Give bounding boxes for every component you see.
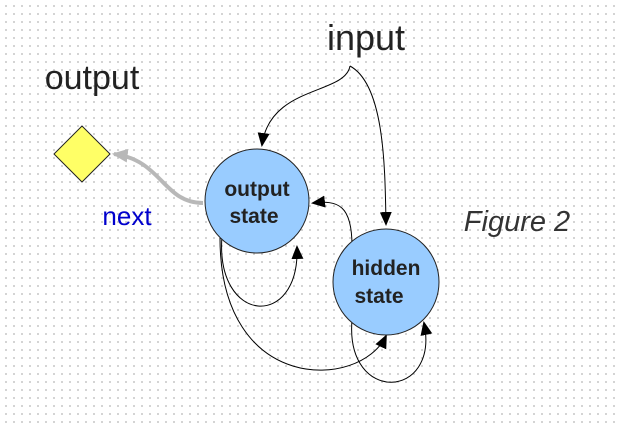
- output-state-label-line2: state: [229, 205, 278, 228]
- edge-input-to-hidden-state: [349, 65, 392, 226]
- edge-hidden-to-output-state: [311, 195, 353, 247]
- next-arrow: [111, 148, 204, 205]
- hidden-state-node: hidden state: [332, 228, 440, 336]
- edge-output-to-hidden-state: [219, 237, 387, 371]
- edge-output-state-self-loop: [221, 235, 304, 307]
- output-state-node: output state: [204, 148, 310, 254]
- edge-hidden-state-self-loop: [351, 319, 433, 383]
- figure-caption: Figure 2: [464, 206, 570, 238]
- input-label: input: [327, 17, 405, 58]
- hidden-state-label-line1: hidden: [352, 257, 421, 280]
- hidden-state-label-line2: state: [354, 285, 403, 308]
- edge-input-to-output-state: [257, 65, 351, 147]
- output-state-label-line1: output: [224, 178, 289, 201]
- next-label: next: [102, 201, 152, 231]
- output-label: output: [45, 59, 140, 97]
- output-diamond: [53, 125, 111, 183]
- edges: [219, 65, 433, 383]
